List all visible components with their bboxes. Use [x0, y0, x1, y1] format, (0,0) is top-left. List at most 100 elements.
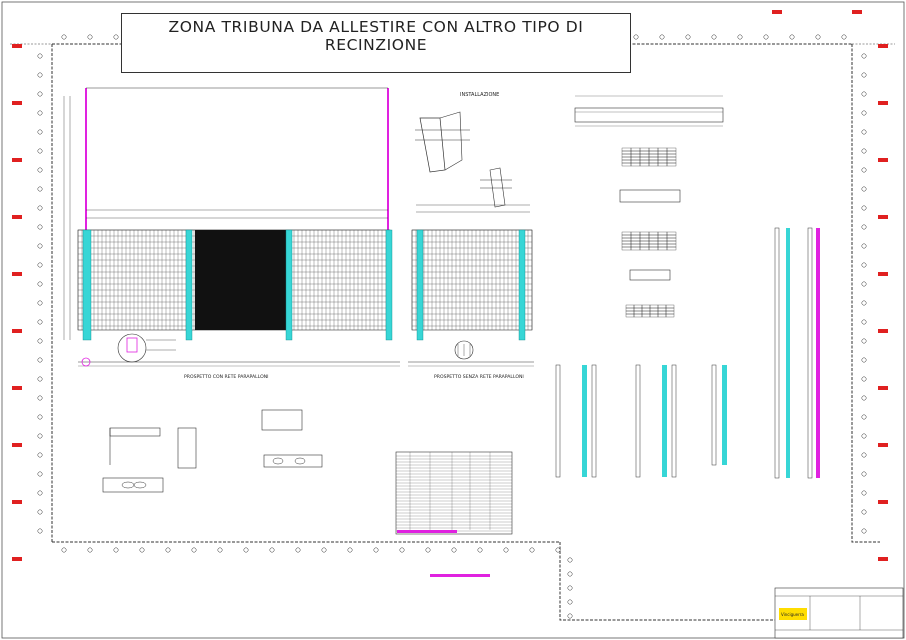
post-marker: [399, 547, 405, 553]
red-marker: [878, 500, 888, 504]
title-box: ZONA TRIBUNA DA ALLESTIRE CON ALTRO TIPO…: [121, 13, 631, 73]
red-marker: [878, 329, 888, 333]
red-marker: [878, 215, 888, 219]
post-marker: [861, 224, 867, 230]
post-marker: [295, 547, 301, 553]
red-marker: [772, 10, 782, 14]
red-marker: [878, 272, 888, 276]
post-marker: [567, 613, 573, 619]
post-marker: [37, 509, 43, 515]
base-details: [102, 409, 323, 493]
post-marker: [37, 224, 43, 230]
post-marker: [861, 338, 867, 344]
elevation-without-netting: PROSPETTO SENZA RETE PARAPALLONI: [408, 204, 534, 380]
post-marker: [61, 547, 67, 553]
post-marker: [861, 148, 867, 154]
red-marker: [878, 386, 888, 390]
post-marker: [861, 452, 867, 458]
post-marker: [861, 528, 867, 534]
post-marker: [841, 34, 847, 40]
post-marker: [861, 110, 867, 116]
title-block-logo: Vinciguerra: [781, 612, 804, 617]
post-marker: [37, 338, 43, 344]
post-marker: [37, 110, 43, 116]
post-marker: [37, 262, 43, 268]
post-marker: [165, 547, 171, 553]
red-marker: [12, 101, 22, 105]
post-marker: [113, 34, 119, 40]
installation-label: INSTALLAZIONE: [460, 92, 499, 98]
post-marker: [861, 490, 867, 496]
post-marker: [737, 34, 743, 40]
post-marker: [567, 585, 573, 591]
post-marker: [321, 547, 327, 553]
post-marker: [37, 319, 43, 325]
post-marker: [861, 129, 867, 135]
red-marker: [12, 272, 22, 276]
post-marker: [861, 53, 867, 59]
post-marker: [861, 243, 867, 249]
post-marker: [861, 300, 867, 306]
post-marker: [763, 34, 769, 40]
post-marker: [659, 34, 665, 40]
post-marker: [633, 34, 639, 40]
post-marker: [37, 281, 43, 287]
post-marker: [37, 376, 43, 382]
post-marker: [113, 547, 119, 553]
post-details: [555, 227, 820, 479]
red-marker: [878, 158, 888, 162]
post-marker: [711, 34, 717, 40]
post-marker: [87, 34, 93, 40]
post-marker: [529, 547, 535, 553]
red-marker: [878, 443, 888, 447]
post-marker: [425, 547, 431, 553]
post-marker: [37, 471, 43, 477]
red-marker: [878, 101, 888, 105]
red-marker: [878, 44, 888, 48]
post-marker: [373, 547, 379, 553]
post-marker: [861, 357, 867, 363]
post-marker: [861, 433, 867, 439]
installation-detail: INSTALLAZIONE: [415, 92, 512, 208]
post-marker: [567, 599, 573, 605]
post-marker: [815, 34, 821, 40]
post-marker: [37, 148, 43, 154]
profile-details: [574, 95, 724, 281]
post-marker: [37, 91, 43, 97]
post-marker: [567, 571, 573, 577]
red-marker: [852, 10, 862, 14]
red-marker: [12, 443, 22, 447]
caption-with-netting: PROSPETTO CON RETE PARAPALLONI: [184, 374, 269, 380]
post-marker: [861, 509, 867, 515]
post-marker: [37, 300, 43, 306]
red-marker: [12, 500, 22, 504]
post-marker: [37, 452, 43, 458]
post-marker: [139, 547, 145, 553]
post-marker: [861, 72, 867, 78]
detail-tables: [621, 147, 677, 318]
post-marker: [685, 34, 691, 40]
post-marker: [37, 528, 43, 534]
post-marker: [347, 547, 353, 553]
red-marker: [12, 386, 22, 390]
post-marker: [477, 547, 483, 553]
post-marker: [451, 547, 457, 553]
post-marker: [37, 243, 43, 249]
post-marker: [191, 547, 197, 553]
post-marker: [861, 167, 867, 173]
post-marker: [243, 547, 249, 553]
post-marker: [37, 72, 43, 78]
post-marker: [567, 557, 573, 563]
post-marker: [861, 471, 867, 477]
post-marker: [37, 53, 43, 59]
red-marker: [12, 557, 22, 561]
caption-without-netting: PROSPETTO SENZA RETE PARAPALLONI: [434, 374, 524, 380]
post-marker: [37, 129, 43, 135]
post-marker: [217, 547, 223, 553]
post-marker: [37, 433, 43, 439]
post-marker: [61, 34, 67, 40]
title-block: Vinciguerra: [774, 587, 904, 639]
post-marker: [37, 167, 43, 173]
